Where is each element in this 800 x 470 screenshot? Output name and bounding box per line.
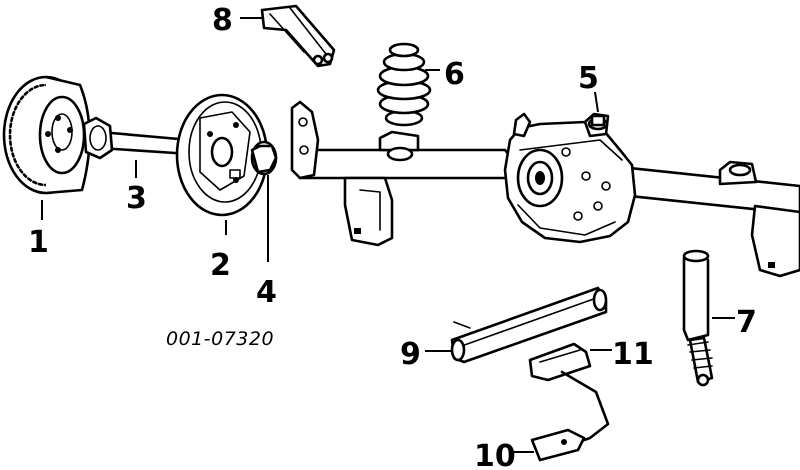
callout-7: 7 [736,305,757,340]
bracket [260,4,336,68]
axle-shaft [82,116,192,160]
shock-absorber [682,249,714,387]
control-arm [450,286,608,364]
jounce-bumper [376,42,432,127]
link-rod [530,370,610,462]
callout-9: 9 [400,337,421,372]
brake-drum [2,75,91,195]
callout-5: 5 [578,61,599,96]
axle-bearing [250,140,278,176]
mounting-bracket [528,342,592,382]
axle-housing [290,100,800,278]
callout-labels: 1 2 3 4 5 6 7 8 9 11 10 001-07320 [28,3,757,470]
callout-1: 1 [28,225,49,260]
diagram-reference-code: 001-07320 [166,328,274,350]
callout-10: 10 [474,439,516,470]
callout-8: 8 [212,3,233,38]
callout-2: 2 [210,248,231,283]
callout-3: 3 [126,181,147,216]
callout-4: 4 [256,275,277,310]
callout-6: 6 [444,57,465,92]
leader-lines [41,17,735,453]
callout-11: 11 [612,337,654,372]
